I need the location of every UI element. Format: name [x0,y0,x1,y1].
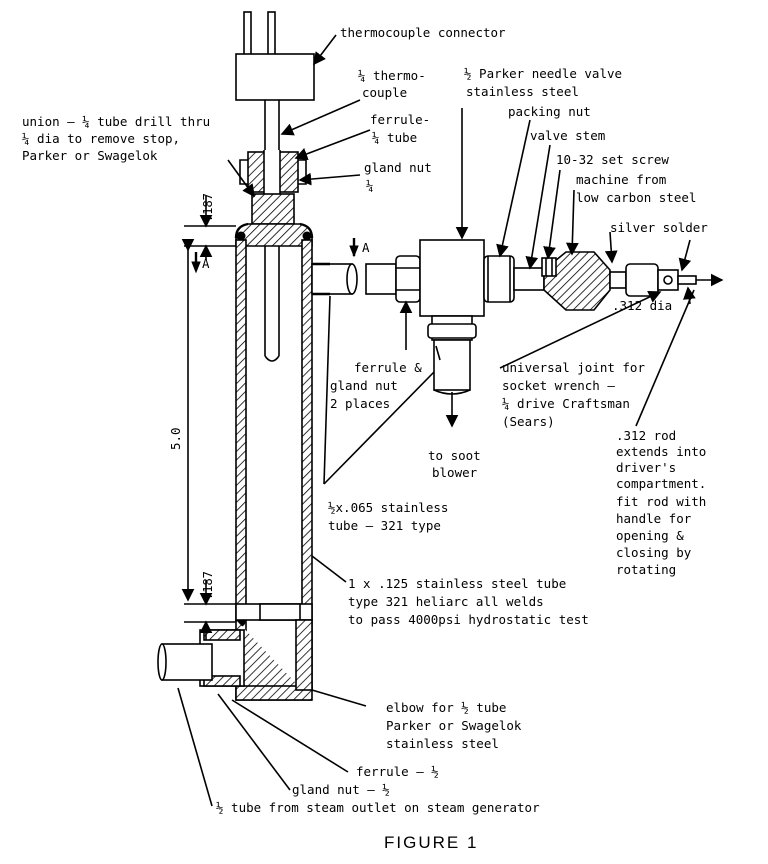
label-set-screw-2: machine from [576,172,666,187]
label-steel-tube-3: to pass 4000psi hydrostatic test [348,612,589,627]
label-tube-065-2: tube – 321 type [328,518,441,533]
label-packing-nut: packing nut [508,104,591,119]
label-valve-stem: valve stem [530,128,605,143]
needle-valve-assembly [395,239,545,395]
label-universal-1: universal joint for [502,360,645,375]
label-ferrule-half: ferrule – ½ [356,764,439,779]
union-fitting [239,150,307,225]
label-silver-solder: silver solder [610,220,708,235]
label-steam-outlet: ½ tube from steam outlet on steam genera… [216,800,540,815]
label-soot-2: blower [432,465,478,480]
coupler-and-universal-joint [541,251,697,311]
label-thermocouple-connector: thermocouple connector [340,25,506,40]
label-elbow-1: elbow for ½ tube [386,700,506,715]
label-gland-half: gland nut – ½ [292,782,390,797]
main-vessel [234,222,314,627]
label-universal-4: (Sears) [502,414,555,429]
label-ferrule-gland-3: 2 places [330,396,390,411]
dimension-lines [181,196,359,640]
label-tube-065-1: ½x.065 stainless [328,500,448,515]
label-rod-7: opening & [616,528,684,543]
label-gland-nut-1: gland nut [364,160,432,175]
label-universal-3: ¼ drive Craftsman [502,396,630,411]
label-steel-tube-2: type 321 heliarc all welds [348,594,544,609]
label-rod-4: compartment. [616,476,706,491]
label-section-a-right: A [362,240,370,255]
label-rod-9: rotating [616,562,676,577]
label-dim-bottom: .187 [201,571,215,600]
label-needle-valve-1: ½ Parker needle valve [464,66,622,81]
label-universal-2: socket wrench – [502,378,615,393]
label-dia-312: .312 dia [612,298,672,313]
label-union-1: union – ¼ tube drill thru [22,114,210,129]
labels: thermocouple connector ¼ thermo- couple … [22,25,708,852]
side-outlet-tube [311,262,397,296]
label-steel-tube-1: 1 x .125 stainless steel tube [348,576,566,591]
label-union-3: Parker or Swagelok [22,148,158,163]
label-ferrule-tube-1: ferrule- [370,112,430,127]
label-rod-5: fit rod with [616,494,706,509]
thermocouple-connector [235,11,315,101]
label-elbow-2: Parker or Swagelok [386,718,522,733]
label-thermocouple-1: ¼ thermo- [358,68,426,83]
label-needle-valve-2: stainless steel [466,84,579,99]
label-rod-8: closing by [616,545,692,560]
label-rod-2: extends into [616,444,706,459]
leader-lines [177,34,724,807]
label-set-screw-1: 10-32 set screw [556,152,669,167]
label-elbow-3: stainless steel [386,736,499,751]
label-ferrule-gland-2: gland nut [330,378,398,393]
figure-caption: FIGURE 1 [384,833,478,852]
label-thermocouple-2: couple [362,85,407,100]
label-set-screw-3: low carbon steel [576,190,696,205]
label-gland-nut-2: ¼ [366,178,374,193]
label-union-2: ¼ dia to remove stop, [22,131,180,146]
label-dim-top: .187 [201,193,215,222]
elbow-fitting [157,603,313,701]
label-dim-length: 5.0 [168,427,183,450]
label-ferrule-tube-2: ¼ tube [372,130,417,145]
label-rod-1: .312 rod [616,428,676,443]
label-rod-6: handle for [616,511,692,526]
label-rod-3: driver's [616,460,676,475]
label-ferrule-gland-1: ferrule & [354,360,422,375]
label-section-a-left: A [202,256,210,271]
label-soot-1: to soot [428,448,481,463]
